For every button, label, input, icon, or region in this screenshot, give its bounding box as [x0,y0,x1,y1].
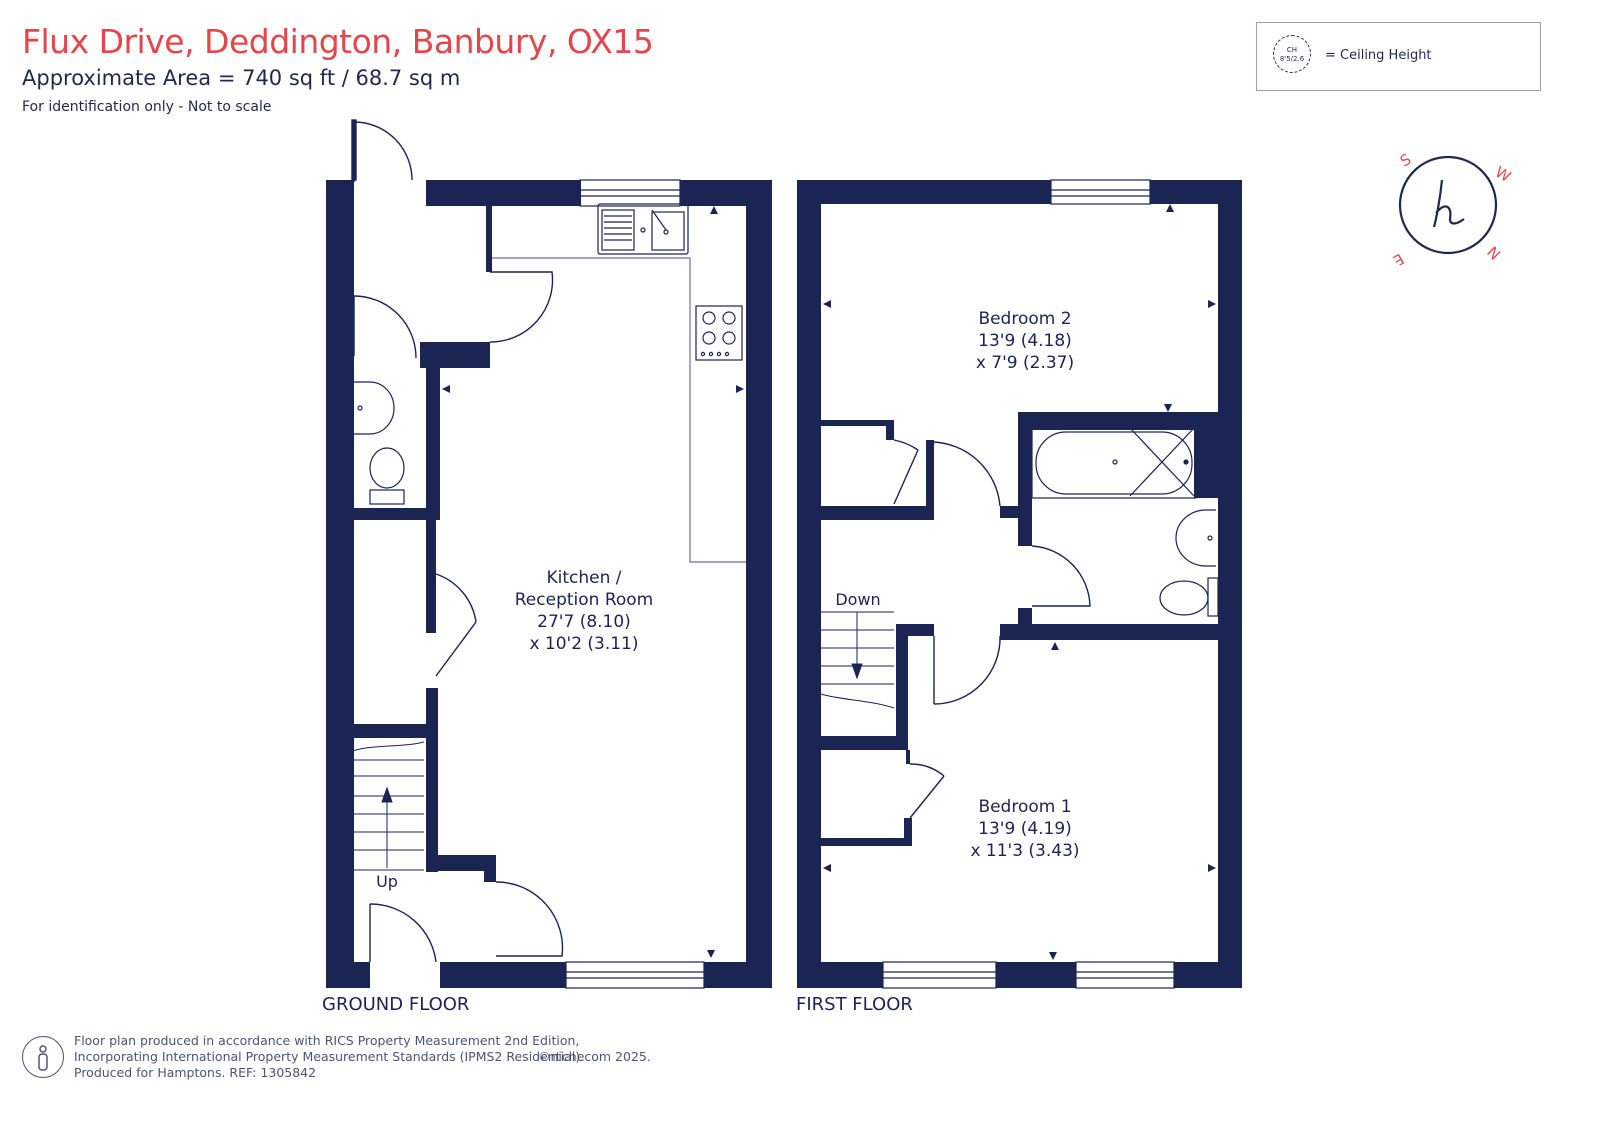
first-floor-stairs [820,611,895,709]
bath [1031,425,1197,499]
kitchen-counter [492,257,746,563]
legend-label: = Ceiling Height [1325,48,1432,63]
ground-dimension-markers [442,206,744,958]
footer-line-2: Incorporating International Property Mea… [74,1049,585,1064]
ground-floor-label: GROUND FLOOR [322,994,469,1015]
kitchen-sink [597,203,689,255]
compass-e: E [1390,250,1407,265]
area-subtitle: Approximate Area = 740 sq ft / 68.7 sq m [22,66,461,90]
compass-logo: S W E N [1390,150,1514,265]
page-title: Flux Drive, Deddington, Banbury, OX15 [22,22,654,61]
kitchen-dim-2: x 10'2 (3.11) [529,634,638,654]
ground-floor-plan: Kitchen / Reception Room 27'7 (8.10) x 1… [322,119,772,1015]
ground-floor-doors [351,119,564,963]
ceiling-height-legend: CH 8'5/2.6 = Ceiling Height [1256,22,1541,91]
stairs-up-label: Up [376,872,398,891]
first-dimension-markers [823,204,1216,960]
copyright: ©nichecom 2025. [538,1049,651,1064]
kitchen-name-2: Reception Room [515,590,653,610]
ground-floor-windows [565,179,705,989]
kitchen-hob [695,305,743,361]
bathroom-toilet [1159,577,1219,617]
compass-n: N [1483,243,1504,264]
measurement-standard-icon [22,1036,64,1078]
first-floor-walls [797,180,1242,988]
first-floor-doors [893,439,1091,819]
person-icon [38,1045,48,1071]
bedroom1-name: Bedroom 1 [978,797,1071,817]
compass-ring [1398,155,1498,255]
bedroom2-dim-1: 13'9 (4.18) [978,331,1072,351]
legend-symbol-line1: CH [1286,46,1298,54]
ground-floor-stairs [349,741,425,871]
logo-h-mark [1432,179,1465,228]
footer-line-1: Floor plan produced in accordance with R… [74,1033,580,1048]
bedroom1-dim-1: 13'9 (4.19) [978,819,1072,839]
footer-notes: Floor plan produced in accordance with R… [74,1033,584,1081]
stairs-down-label: Down [835,590,880,609]
ground-floor-walls [326,180,772,988]
kitchen-name-1: Kitchen / [546,568,621,588]
footer-line-3: Produced for Hamptons. REF: 1305842 [74,1065,317,1080]
compass-w: W [1492,163,1514,186]
first-floor-plan: Bedroom 2 13'9 (4.18) x 7'9 (2.37) Bedro… [796,179,1242,1015]
ceiling-height-symbol: CH 8'5/2.6 [1273,35,1311,73]
legend-symbol-line2: 8'5/2.6 [1279,55,1305,63]
bathroom-basin [1175,509,1216,567]
identification-note: For identification only - Not to scale [22,99,272,115]
compass-s: S [1397,150,1414,170]
ground-wc-basin [354,381,395,435]
first-floor-label: FIRST FLOOR [796,994,913,1015]
kitchen-dim-1: 27'7 (8.10) [537,612,631,632]
bedroom2-name: Bedroom 2 [978,309,1071,329]
bedroom2-dim-2: x 7'9 (2.37) [976,353,1074,373]
ground-wc-toilet [369,447,405,505]
bedroom1-dim-2: x 11'3 (3.43) [970,841,1079,861]
first-floor-windows [882,179,1175,989]
